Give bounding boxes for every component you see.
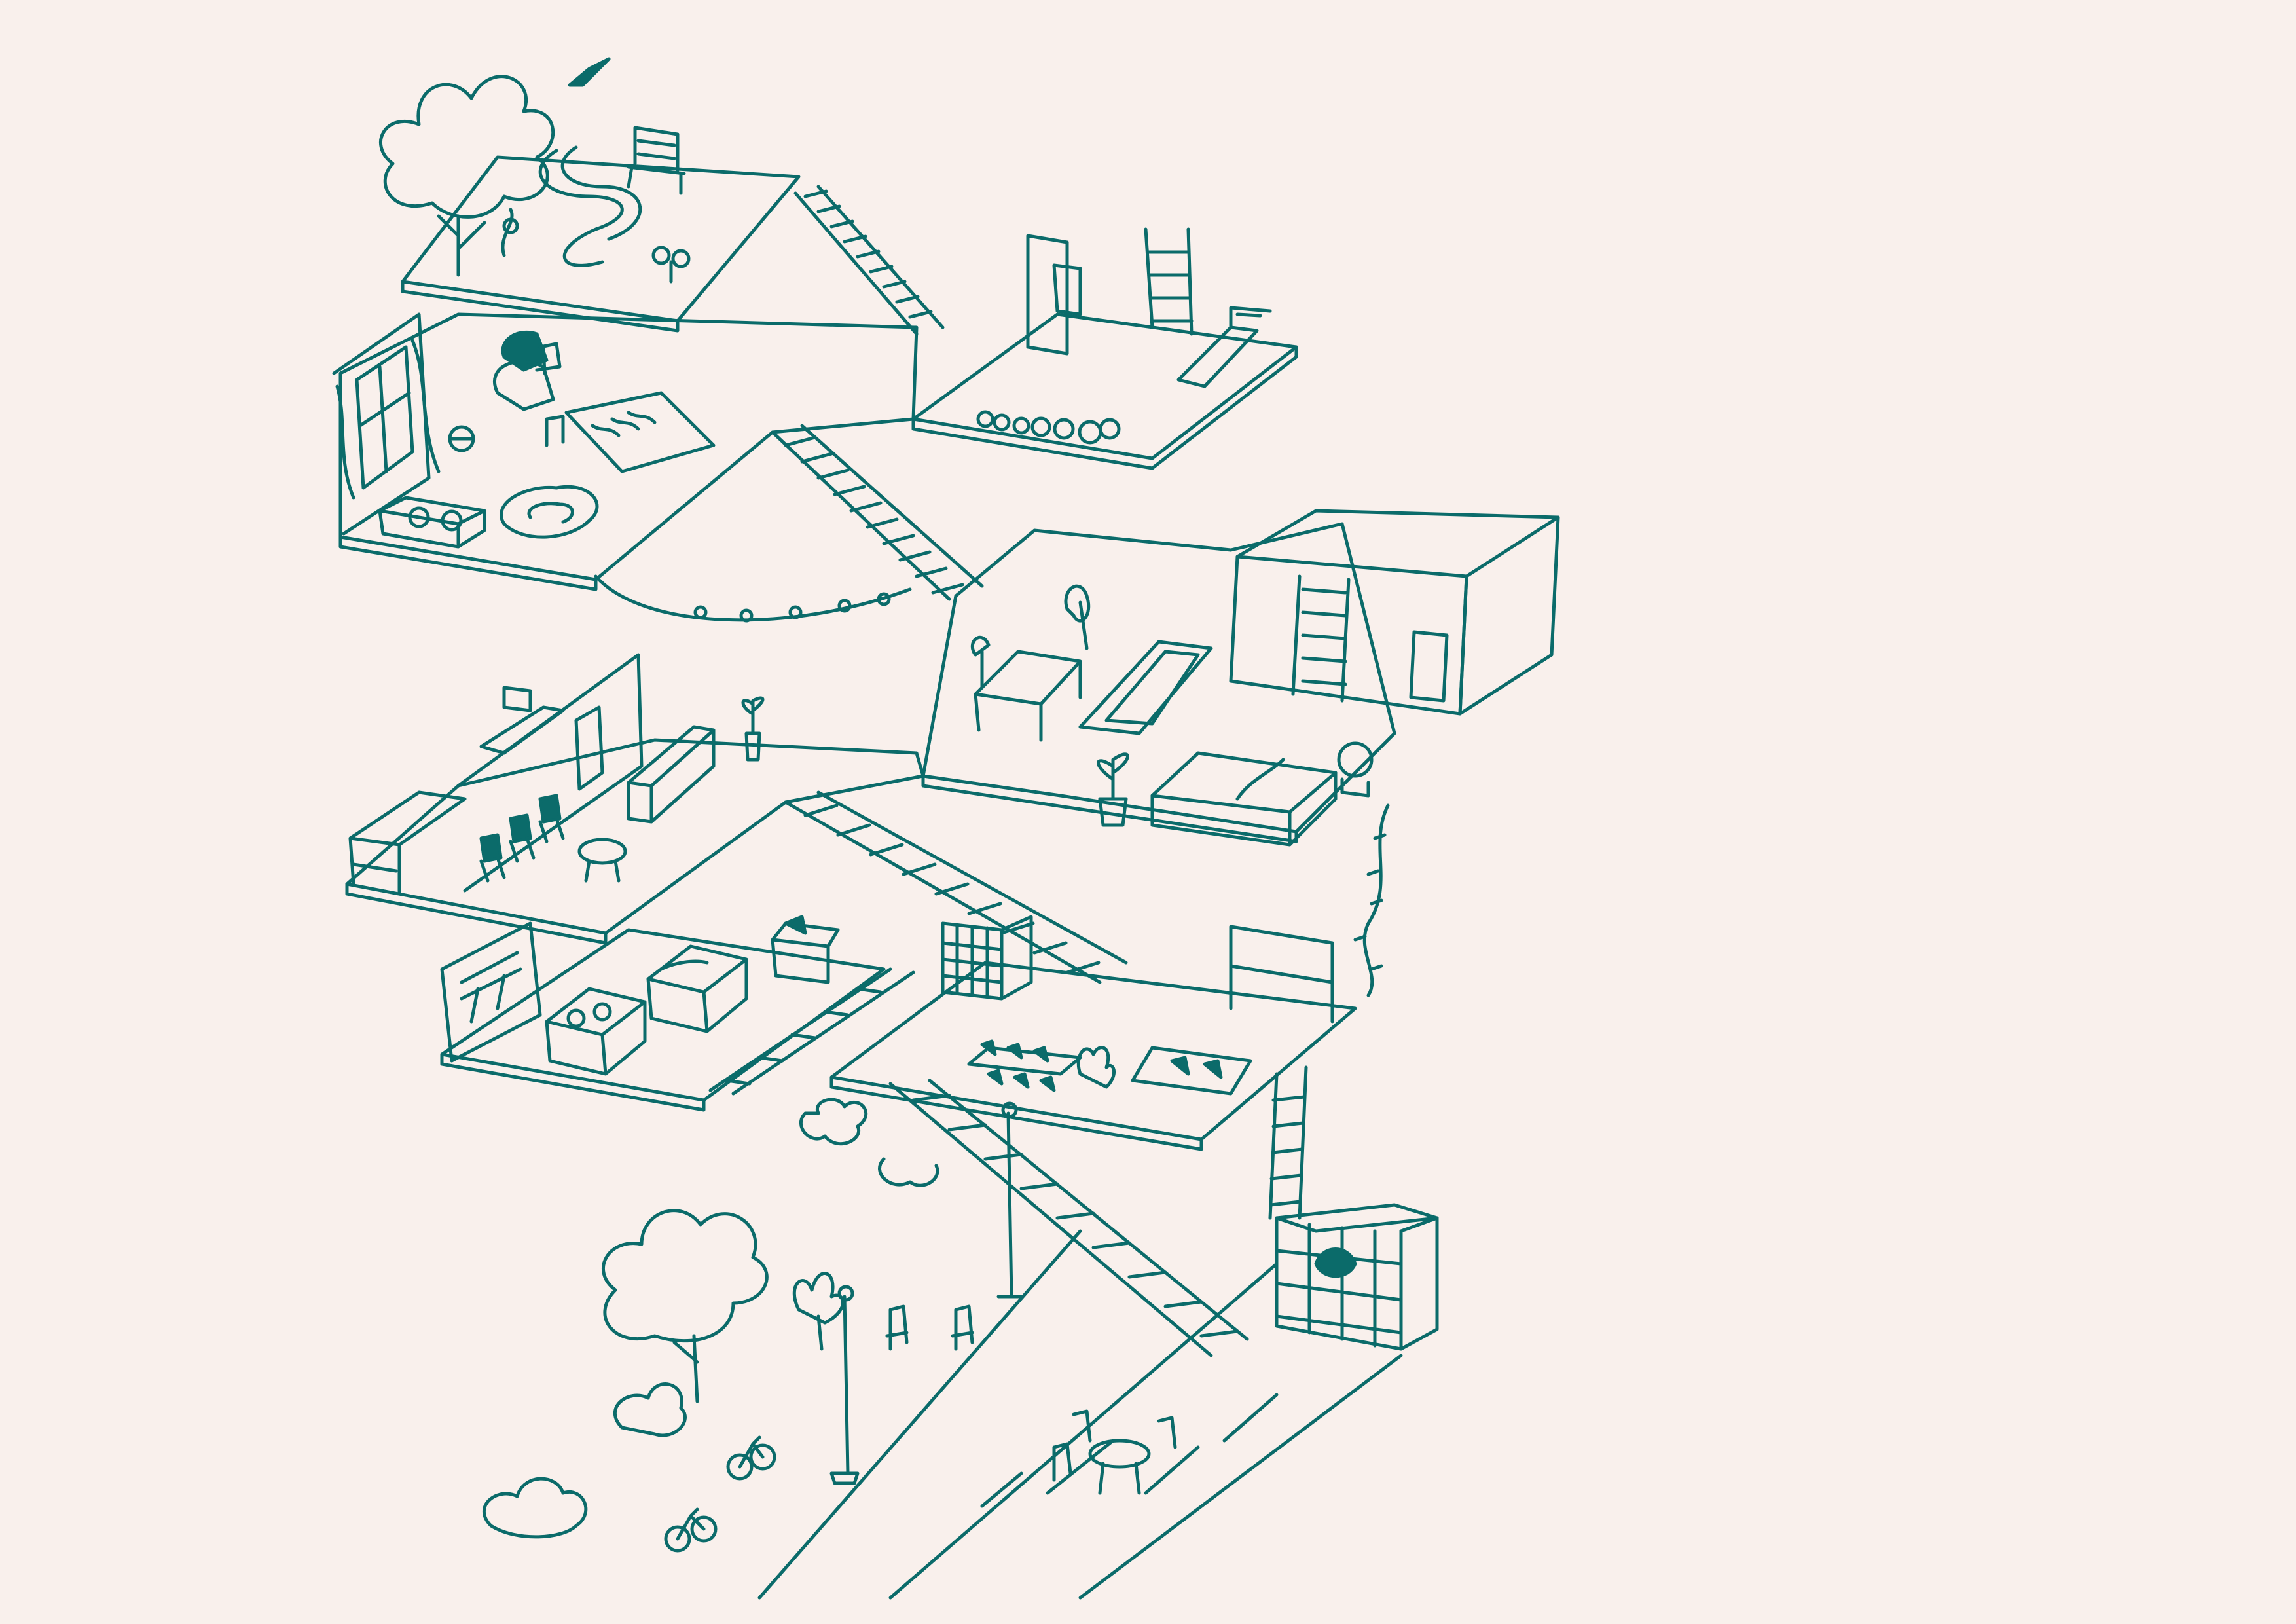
cafe-table-icon <box>1052 1409 1177 1495</box>
rooftop-garden <box>401 145 801 333</box>
street-lamp-icon <box>996 1101 1023 1299</box>
tree-icon <box>799 1098 939 1187</box>
stairs-icon <box>784 790 1128 984</box>
rug <box>1078 640 1213 735</box>
bush-icon <box>482 1382 687 1539</box>
plant-icon <box>792 1272 845 1351</box>
bench-icon <box>627 126 686 195</box>
bed-icon <box>1150 751 1338 847</box>
tree-icon <box>379 75 555 277</box>
treadmill-icon <box>1176 306 1272 388</box>
bowl-icon <box>448 425 475 452</box>
gym-door-frame-icon <box>1026 234 1082 356</box>
string-lights <box>594 574 912 623</box>
kitchen-floor <box>440 915 886 1112</box>
stairs-icon <box>771 424 984 601</box>
desk-icon <box>970 635 1082 742</box>
tree-icon <box>602 1209 769 1403</box>
office-floor <box>345 653 925 945</box>
sofa-icon <box>492 360 555 411</box>
plant-icon <box>1337 741 1374 798</box>
plant-icon <box>1097 752 1129 827</box>
bicycle-icon <box>664 1507 718 1553</box>
vine-icon <box>1353 803 1390 997</box>
flower-icon <box>501 208 519 257</box>
ladder-icon <box>1144 227 1194 336</box>
bicycle-icon <box>726 1435 776 1481</box>
stairs-icon <box>708 967 915 1096</box>
bird-icon <box>568 57 611 87</box>
street-lamp-icon <box>829 1285 860 1485</box>
street <box>757 1229 1403 1600</box>
ladder-icon <box>1268 1065 1308 1220</box>
sleeping-pod <box>1229 509 1560 716</box>
stairs-icon <box>888 1079 1249 1357</box>
gym-deck <box>911 312 1298 470</box>
cafe-storefront <box>1275 1203 1439 1351</box>
stairs-icon <box>793 185 945 336</box>
plant-icon <box>1064 584 1091 650</box>
lounge-floor <box>332 312 919 591</box>
coworking-floor <box>829 915 1357 1151</box>
flower-icon <box>651 246 691 284</box>
chair-icon <box>885 1304 974 1351</box>
